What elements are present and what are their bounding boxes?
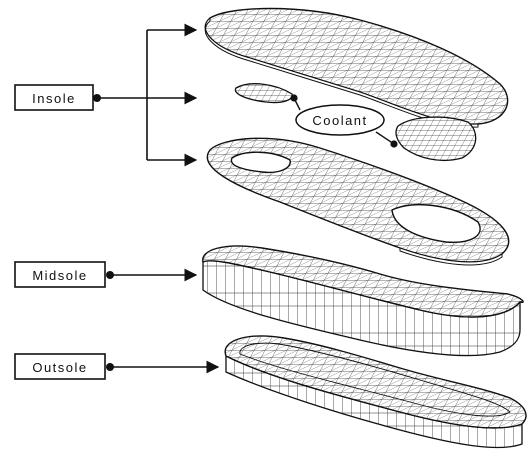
outsole-label: Outsole — [32, 360, 87, 375]
insole-connector — [97, 30, 196, 160]
coolant-dot-forefoot — [390, 140, 397, 147]
midsole-connector-dot — [106, 271, 114, 279]
coolant-label-oval: Coolant — [296, 105, 384, 135]
outsole-connector-dot — [106, 363, 114, 371]
coolant-dot-heel — [290, 94, 297, 101]
coolant-label: Coolant — [312, 113, 367, 128]
coolant-piece-forefoot — [396, 117, 476, 160]
coolant-piece-heel — [235, 84, 292, 103]
midsole-label-box: Midsole — [15, 262, 105, 287]
insole-label-box: Insole — [15, 85, 93, 110]
insole-label: Insole — [32, 91, 76, 106]
outsole-label-box: Outsole — [15, 354, 105, 379]
insole-connector-dot — [93, 94, 101, 102]
midsole-label: Midsole — [32, 268, 87, 283]
